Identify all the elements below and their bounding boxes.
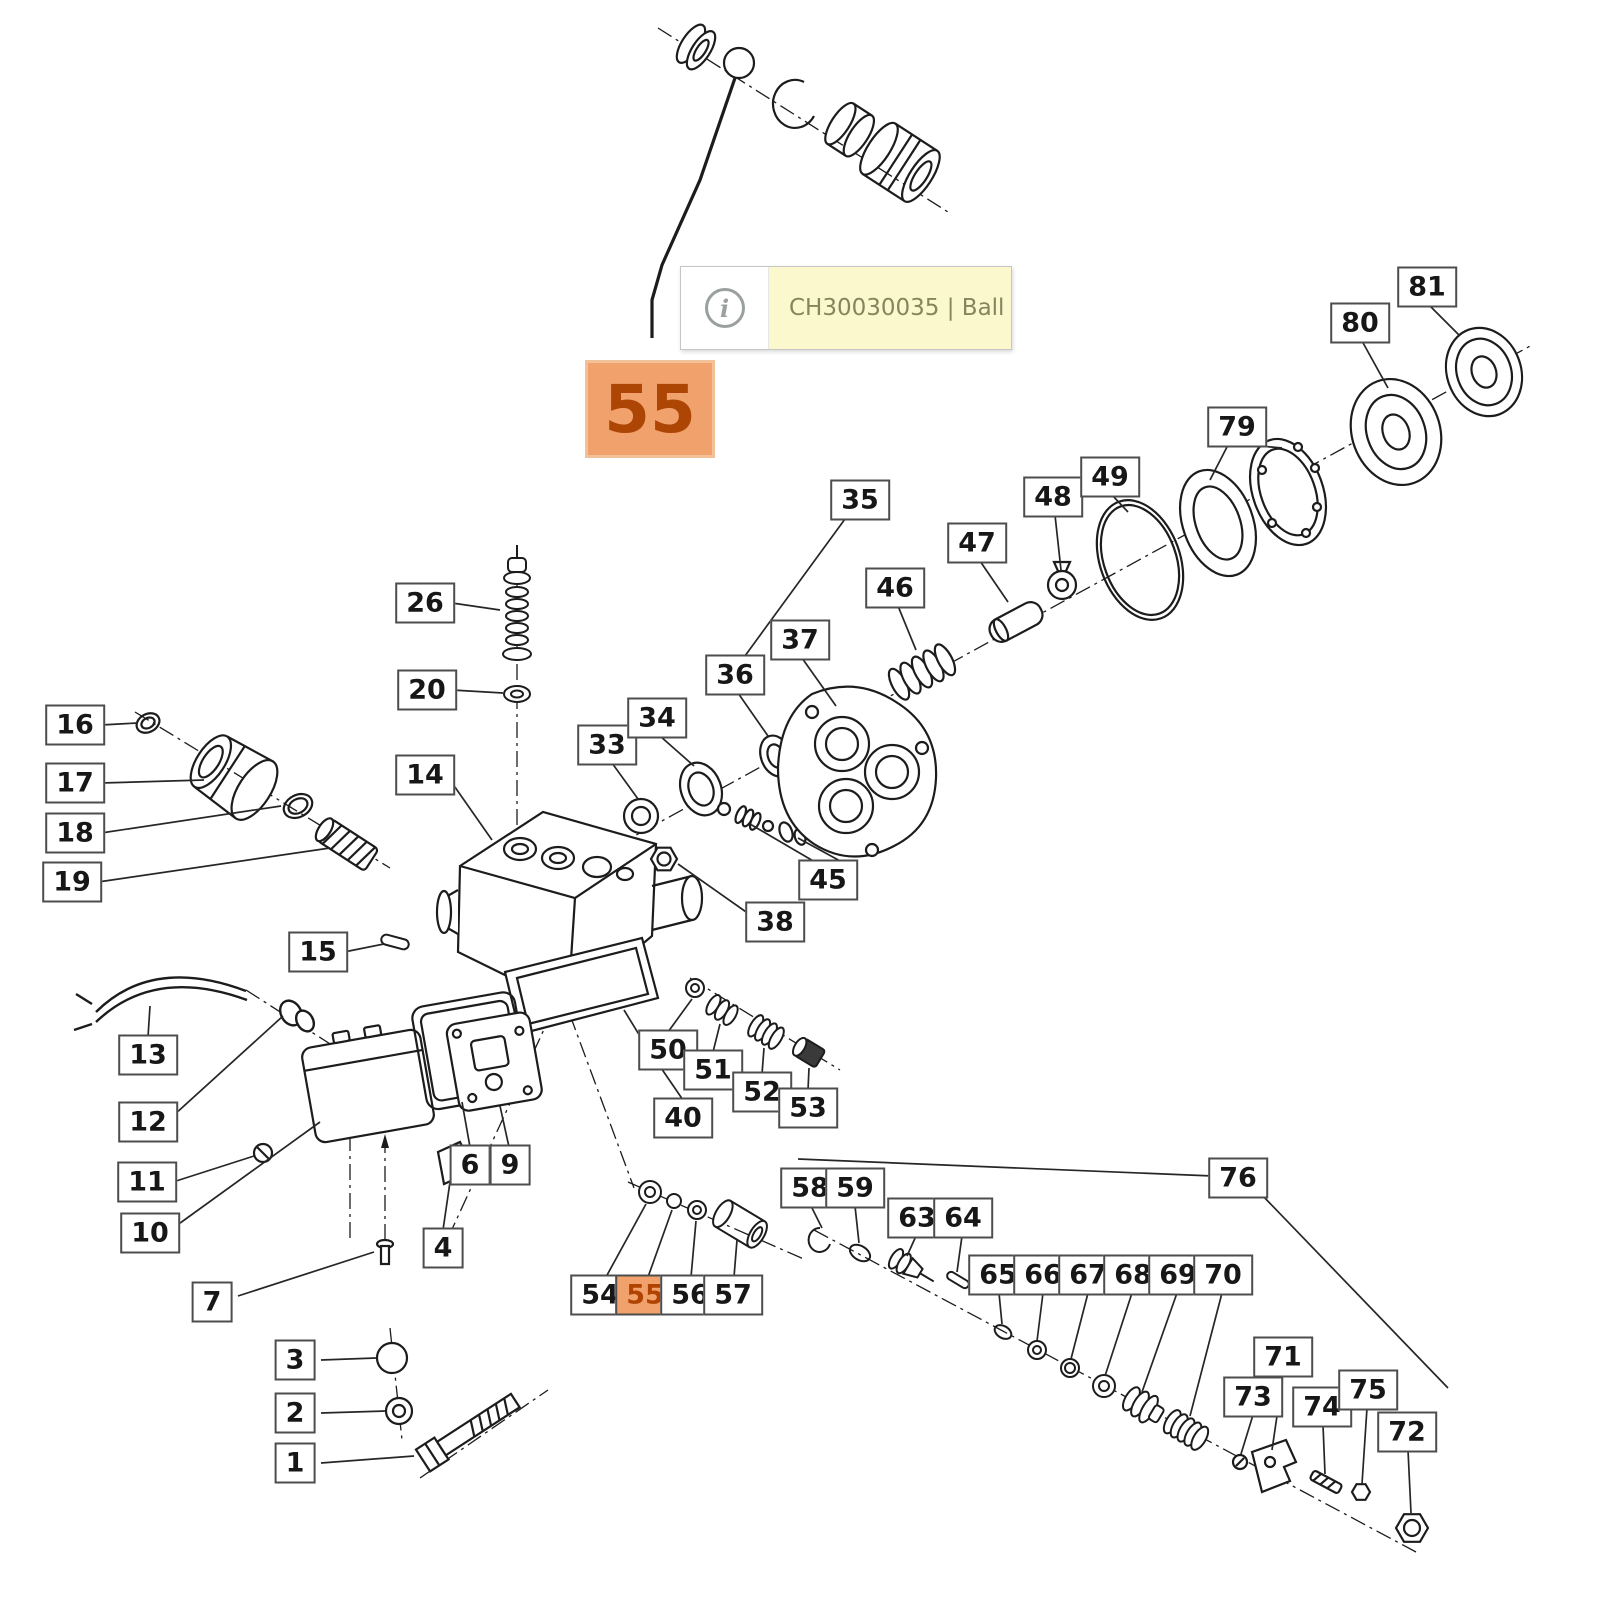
part-callout-55[interactable]: 55 bbox=[615, 1274, 675, 1316]
part-callout-9[interactable]: 9 bbox=[489, 1144, 531, 1186]
part-callout-2[interactable]: 2 bbox=[274, 1392, 316, 1434]
tooltip-part-code: CH30030035 | Ball bbox=[769, 267, 1011, 349]
part-callout-57[interactable]: 57 bbox=[703, 1274, 763, 1316]
part-callout-17[interactable]: 17 bbox=[45, 762, 105, 804]
part-callout-48[interactable]: 48 bbox=[1023, 476, 1083, 518]
pump-manifold bbox=[435, 810, 704, 1036]
top-piston-assembly bbox=[650, 23, 941, 338]
part-callout-71[interactable]: 71 bbox=[1253, 1336, 1313, 1378]
bracket-group bbox=[1231, 1438, 1430, 1543]
check-valve-group bbox=[638, 1180, 768, 1249]
hose-fitting-group bbox=[135, 712, 379, 871]
ball-55-small-drawing bbox=[666, 1193, 682, 1209]
valve-50-group bbox=[685, 978, 826, 1068]
part-callout-19[interactable]: 19 bbox=[42, 861, 102, 903]
part-callout-35[interactable]: 35 bbox=[830, 479, 890, 521]
part-callout-53[interactable]: 53 bbox=[778, 1087, 838, 1129]
valve-26-group bbox=[502, 545, 532, 703]
part-callout-47[interactable]: 47 bbox=[947, 522, 1007, 564]
switch-group bbox=[252, 991, 543, 1266]
part-callout-6[interactable]: 6 bbox=[449, 1144, 491, 1186]
part-callout-45[interactable]: 45 bbox=[798, 859, 858, 901]
info-icon: i bbox=[704, 288, 745, 328]
bolt-group bbox=[375, 1341, 522, 1473]
part-callout-14[interactable]: 14 bbox=[395, 754, 455, 796]
ball-part-drawing bbox=[722, 46, 756, 80]
part-callout-76[interactable]: 76 bbox=[1208, 1157, 1268, 1199]
part-callout-16[interactable]: 16 bbox=[45, 704, 105, 746]
part-callout-80[interactable]: 80 bbox=[1330, 302, 1390, 344]
unloader-group bbox=[807, 1226, 1210, 1451]
info-icon-cell: i bbox=[681, 267, 769, 349]
drive-end-group bbox=[887, 326, 1524, 701]
part-callout-36[interactable]: 36 bbox=[705, 654, 765, 696]
part-callout-1[interactable]: 1 bbox=[274, 1442, 316, 1484]
cable-group bbox=[73, 976, 316, 1033]
part-callout-4[interactable]: 4 bbox=[422, 1227, 464, 1269]
part-callout-79[interactable]: 79 bbox=[1207, 406, 1267, 448]
part-callout-81[interactable]: 81 bbox=[1397, 266, 1457, 308]
part-callout-7[interactable]: 7 bbox=[191, 1281, 233, 1323]
part-callout-26[interactable]: 26 bbox=[395, 582, 455, 624]
part-callout-18[interactable]: 18 bbox=[45, 812, 105, 854]
part-callout-20[interactable]: 20 bbox=[397, 669, 457, 711]
part-callout-11[interactable]: 11 bbox=[117, 1161, 177, 1203]
part-callout-64[interactable]: 64 bbox=[933, 1197, 993, 1239]
pin-15 bbox=[380, 933, 410, 951]
part-callout-59[interactable]: 59 bbox=[825, 1167, 885, 1209]
part-tooltip: i CH30030035 | Ball bbox=[680, 266, 1012, 350]
part-callout-38[interactable]: 38 bbox=[745, 901, 805, 943]
part-callout-12[interactable]: 12 bbox=[118, 1101, 178, 1143]
selected-part-badge: 55 bbox=[585, 360, 715, 458]
part-callout-72[interactable]: 72 bbox=[1377, 1411, 1437, 1453]
part-callout-40[interactable]: 40 bbox=[653, 1097, 713, 1139]
part-callout-70[interactable]: 70 bbox=[1193, 1254, 1253, 1296]
part-callout-46[interactable]: 46 bbox=[865, 567, 925, 609]
part-callout-15[interactable]: 15 bbox=[288, 931, 348, 973]
part-callout-49[interactable]: 49 bbox=[1080, 456, 1140, 498]
part-callout-3[interactable]: 3 bbox=[274, 1339, 316, 1381]
part-callout-13[interactable]: 13 bbox=[118, 1034, 178, 1076]
part-callout-33[interactable]: 33 bbox=[577, 724, 637, 766]
part-callout-75[interactable]: 75 bbox=[1338, 1369, 1398, 1411]
part-callout-73[interactable]: 73 bbox=[1223, 1376, 1283, 1418]
part-callout-10[interactable]: 10 bbox=[120, 1212, 180, 1254]
part-callout-34[interactable]: 34 bbox=[627, 697, 687, 739]
part-callout-37[interactable]: 37 bbox=[770, 619, 830, 661]
